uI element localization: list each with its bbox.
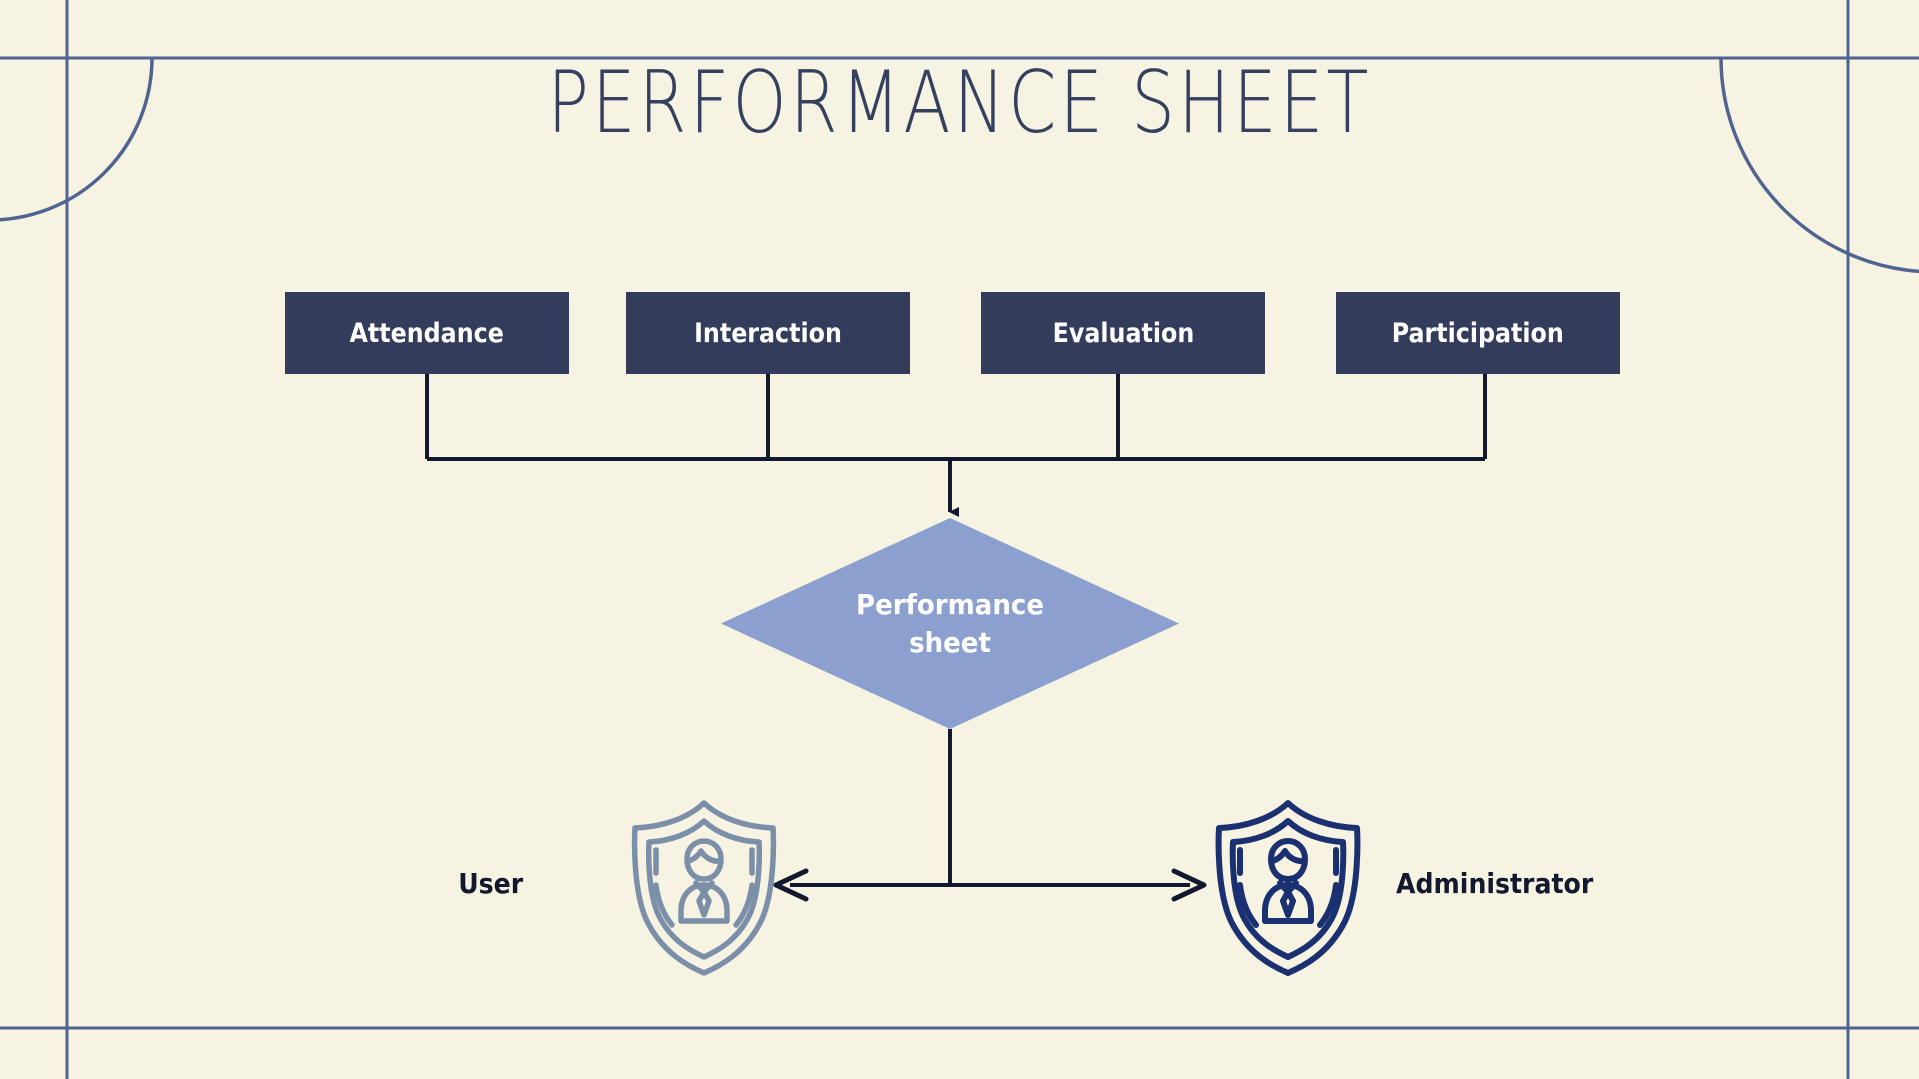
input-box-evaluation[interactable]: Evaluation <box>981 292 1265 374</box>
diamond-label: Performance sheet <box>737 518 1163 729</box>
person-body-icon <box>678 882 730 924</box>
arrowhead-user <box>773 868 809 902</box>
shield-outline-inner <box>645 818 763 960</box>
diamond-label-line2: sheet <box>909 625 991 659</box>
shield-person-icon-administrator[interactable] <box>1209 797 1367 977</box>
arrowhead-administrator <box>1171 868 1207 902</box>
shield-accent-arc-left2 <box>1237 882 1259 928</box>
person-body-icon <box>1262 882 1314 924</box>
input-box-participation[interactable]: Participation <box>1336 292 1620 374</box>
page-title: PERFORMANCE SHEET <box>547 53 1372 153</box>
shield-outline-inner <box>1229 818 1347 960</box>
input-box-label: Participation <box>1391 317 1565 349</box>
input-box-label: Attendance <box>349 317 505 349</box>
actor-label-administrator: Administrator <box>1396 867 1594 900</box>
input-box-label: Evaluation <box>1052 317 1194 349</box>
person-tie-icon <box>1280 889 1296 918</box>
person-hair-icon <box>1269 848 1307 865</box>
input-box-interaction[interactable]: Interaction <box>626 292 910 374</box>
person-tie-icon <box>696 889 712 918</box>
shield-accent-arc-left2 <box>653 882 675 928</box>
actor-label-user: User <box>458 867 523 900</box>
process-diamond[interactable]: Performance sheet <box>721 518 1179 729</box>
shield-outline-outer <box>1215 800 1361 976</box>
person-hair-icon <box>685 848 723 864</box>
input-box-label: Interaction <box>694 317 842 349</box>
input-box-attendance[interactable]: Attendance <box>285 292 569 374</box>
shield-accent-arc-right2 <box>1317 882 1339 928</box>
diamond-label-line1: Performance <box>855 587 1044 621</box>
shield-accent-arc-right2 <box>733 882 755 928</box>
shield-outline-outer <box>631 800 777 976</box>
shield-person-icon-user[interactable] <box>625 797 783 977</box>
